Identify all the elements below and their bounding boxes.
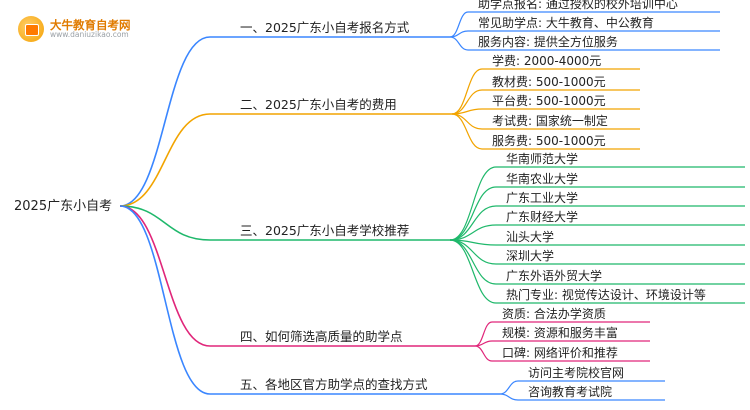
leaf-label-2-2[interactable]: 教材费: 500-1000元 [492, 74, 606, 89]
leaf-label-5-2[interactable]: 咨询教育考试院 [528, 384, 612, 399]
leaf-label-3-2[interactable]: 华南农业大学 [506, 171, 578, 186]
logo-name: 大牛教育自考网 [50, 17, 131, 32]
branch-label-5[interactable]: 五、各地区官方助学点的查找方式 [240, 377, 428, 392]
leaf-label-4-3[interactable]: 口碑: 网络评价和推荐 [502, 345, 618, 360]
leaf-label-3-5[interactable]: 汕头大学 [506, 229, 554, 244]
branch-link-4 [119, 205, 211, 347]
leaf-label-4-2[interactable]: 规模: 资源和服务丰富 [502, 325, 618, 340]
branch-label-3[interactable]: 三、2025广东小自考学校推荐 [240, 223, 409, 238]
branch-link-3 [119, 205, 211, 241]
branch-label-4[interactable]: 四、如何筛选高质量的助学点 [240, 329, 403, 344]
leaf-link-4-1 [474, 321, 493, 347]
leaf-link-3-7 [449, 239, 497, 285]
leaf-label-2-1[interactable]: 学费: 2000-4000元 [492, 53, 601, 68]
leaf-link-3-3 [449, 205, 497, 241]
branch-label-2[interactable]: 二、2025广东小自考的费用 [240, 97, 397, 112]
leaf-label-3-1[interactable]: 华南师范大学 [506, 151, 578, 166]
branch-link-5 [119, 205, 211, 395]
leaf-label-3-7[interactable]: 广东外语外贸大学 [506, 268, 602, 283]
leaf-link-1-1 [449, 11, 469, 38]
leaf-link-2-5 [451, 113, 483, 150]
leaf-link-5-1 [499, 380, 519, 395]
leaf-label-4-1[interactable]: 资质: 合法办学资质 [502, 306, 606, 321]
leaf-label-1-1[interactable]: 助学点报名: 通过授权的校外培训中心 [478, 0, 678, 11]
leaf-label-3-6[interactable]: 深圳大学 [506, 248, 554, 263]
leaf-label-3-3[interactable]: 广东工业大学 [506, 190, 578, 205]
branch-link-2 [119, 113, 211, 207]
leaf-link-3-1 [449, 166, 497, 241]
logo-icon [18, 16, 44, 42]
leaf-label-1-3[interactable]: 服务内容: 提供全方位服务 [478, 34, 618, 49]
leaf-label-3-4[interactable]: 广东财经大学 [506, 209, 578, 224]
root-node-label: 2025广东小自考 [14, 199, 112, 214]
leaf-link-3-8 [449, 239, 497, 304]
leaf-label-3-8[interactable]: 热门专业: 视觉传达设计、环境设计等 [506, 287, 706, 302]
leaf-label-1-2[interactable]: 常见助学点: 大牛教育、中公教育 [478, 15, 654, 30]
leaf-label-2-3[interactable]: 平台费: 500-1000元 [492, 93, 606, 108]
leaf-link-5-2 [499, 393, 519, 401]
logo-text: 大牛教育自考网 www.daniuzikao.com [50, 17, 131, 40]
leaf-label-2-5[interactable]: 服务费: 500-1000元 [492, 133, 606, 148]
mind-map-links [119, 11, 745, 401]
leaf-link-2-4 [451, 113, 483, 130]
logo-url: www.daniuzikao.com [50, 30, 129, 40]
leaf-label-5-1[interactable]: 访问主考院校官网 [528, 365, 624, 380]
leaf-link-2-2 [451, 89, 483, 115]
leaf-link-4-2 [474, 340, 493, 347]
branch-label-1[interactable]: 一、2025广东小自考报名方式 [240, 20, 410, 35]
site-logo[interactable]: 大牛教育自考网 www.daniuzikao.com [18, 14, 131, 44]
leaf-link-1-3 [449, 36, 469, 51]
leaf-link-2-1 [451, 68, 483, 115]
leaf-link-3-6 [449, 239, 497, 265]
leaf-label-2-4[interactable]: 考试费: 国家统一制定 [492, 113, 608, 128]
mind-map-labels: 2025广东小自考 一、2025广东小自考报名方式 助学点报名: 通过授权的校外培训… [14, 0, 706, 399]
branch-link-1 [119, 36, 211, 207]
leaf-link-2-3 [451, 108, 483, 115]
leaf-link-4-3 [474, 345, 493, 362]
